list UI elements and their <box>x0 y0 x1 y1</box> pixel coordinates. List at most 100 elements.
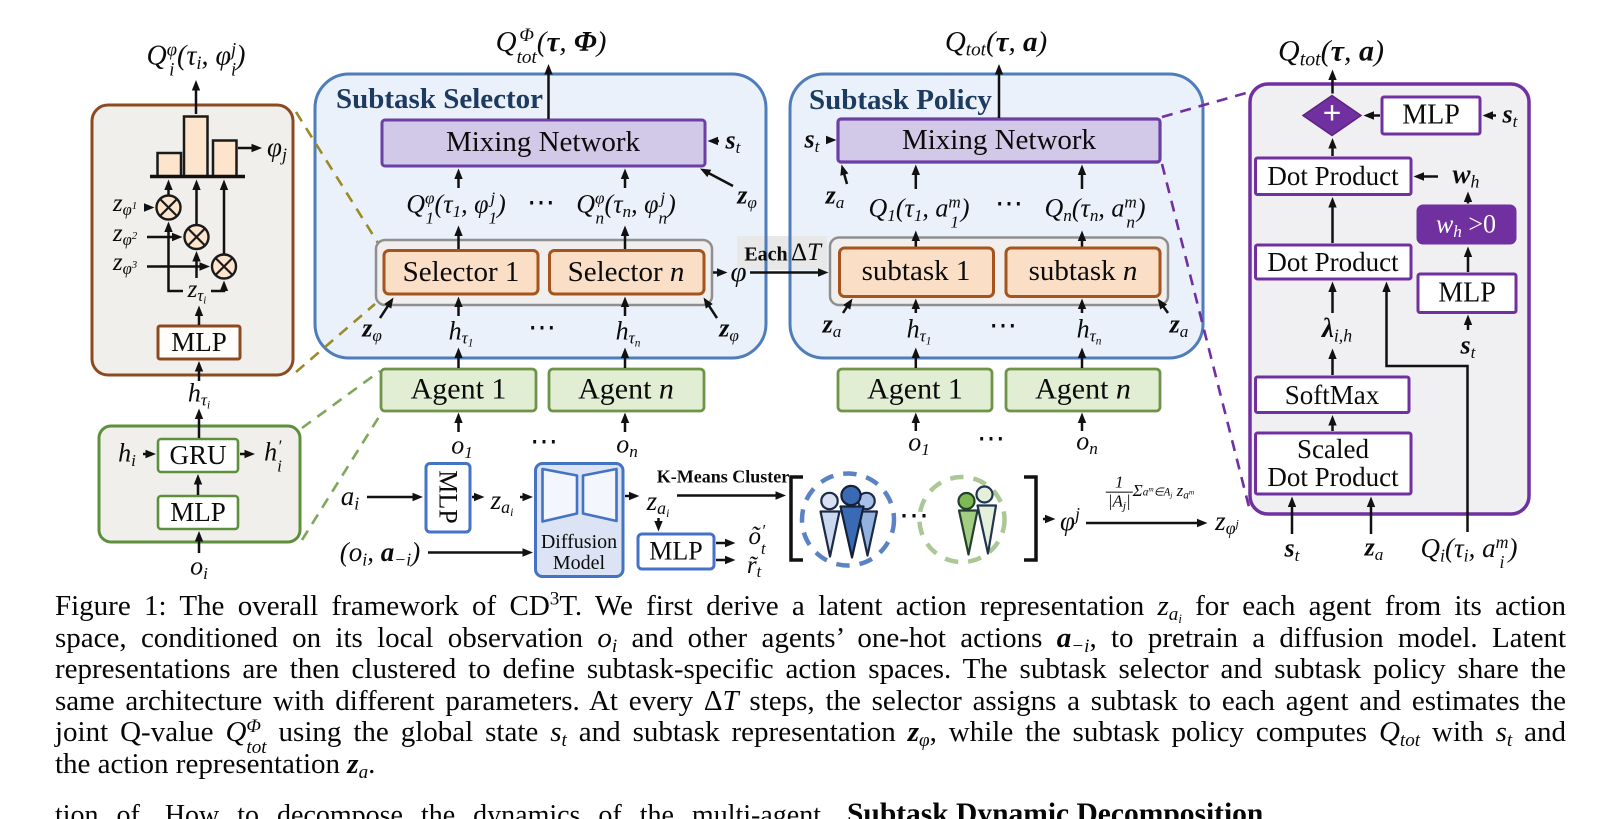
label-mlp-detail: MLP <box>171 326 227 357</box>
arrow-agentns-to-htaun <box>620 347 630 368</box>
arrow-phi-to-policy <box>750 268 829 277</box>
arrow-sub1-to-q1-head <box>911 230 920 241</box>
arrow-qi-to-dp2-head <box>1382 281 1391 292</box>
arrow-mlpdec-to-rtilde <box>716 555 736 565</box>
arrow-oia-to-diffusion-head <box>522 548 533 557</box>
arrow-q1pol-to-mix <box>911 164 920 189</box>
arrow-subn-to-qn-head <box>1077 230 1087 241</box>
arrow-zai-to-mlpdec-head <box>654 521 663 532</box>
subtask-1-box <box>838 246 995 298</box>
arrow-zphi1-to-otimes1 <box>144 203 155 212</box>
arrow-st-to-mixsel <box>707 136 719 146</box>
arrow-htau1-to-sub1 <box>911 298 920 313</box>
label-dots-q-selector: ⋯ <box>527 187 555 219</box>
otimes-3-x2 <box>214 257 234 276</box>
arrow-za-to-sdp-head <box>1366 496 1376 507</box>
label-dots-o-selector: ⋯ <box>530 426 558 458</box>
label-z-ai-1: zai <box>490 484 514 520</box>
arrow-q1sel-to-mix <box>454 168 463 188</box>
mlp-agent-box <box>156 494 240 531</box>
label-phi-out: φ <box>730 255 747 288</box>
label-gru: GRU <box>169 439 227 470</box>
arrow-whbox-to-wh-head <box>1463 191 1473 202</box>
arrow-otimes2-to-axis-head <box>192 179 201 190</box>
label-qn-selector: Qφn(τn, φjn) <box>576 188 676 226</box>
person-green-left-head <box>957 491 976 511</box>
arrow-mlpmid-to-whbox <box>1463 246 1473 272</box>
person-blue-middle-body <box>839 505 865 559</box>
arrow-mixpol-to-qtot <box>994 64 1004 118</box>
arrow-ztau-branch-left-shaft <box>167 230 183 293</box>
arrow-q1pol-to-mix-head <box>911 164 920 175</box>
arrow-za-to-sub1-head <box>843 298 853 310</box>
label-z-phi-2: zφ2 <box>112 219 138 249</box>
arrow-htaun-to-subn <box>1077 298 1087 313</box>
arrow-za-to-subn <box>1157 298 1170 314</box>
label-z-phi-1: zφ1 <box>112 190 138 220</box>
arrow-subn-to-qn <box>1077 230 1087 247</box>
label-selector-1: Selector 1 <box>402 255 520 288</box>
label-za-bl: za <box>822 309 842 341</box>
label-mean-formula: 1|Aj|Σam∈Aj zam <box>1105 472 1195 513</box>
arrow-bars-to-q-head <box>191 80 201 91</box>
arrow-agentnp-to-htaun <box>1077 347 1087 368</box>
arrow-st-to-mlptop-head <box>1482 111 1493 120</box>
label-policy-title: Subtask Policy <box>809 83 992 116</box>
arrow-ai-to-mlp <box>367 492 423 502</box>
arrow-htaun-to-subn-head <box>1077 298 1087 309</box>
arrow-mixsel-to-qtot-head <box>544 64 553 75</box>
arrow-mlp-to-diamond-head <box>1363 111 1374 120</box>
arrow-st-to-mixpol <box>826 135 837 145</box>
label-zphi-mix: zφ <box>737 180 757 212</box>
label-agent-n-selector: Agent n <box>578 372 674 406</box>
mlp-detail-box <box>156 324 242 361</box>
each-dt-bg <box>737 236 827 270</box>
scaled-dot-product-box <box>1254 431 1413 496</box>
arrow-mlp-to-zai-head <box>474 492 485 502</box>
label-kmeans: K-Means Cluster <box>656 466 790 487</box>
arrow-bars-to-q <box>191 80 201 114</box>
label-o-tilde: õ′t <box>748 520 766 559</box>
arrow-agent1s-to-htau1-head <box>454 347 463 358</box>
label-lambda: λi,h <box>1321 312 1353 346</box>
label-agent-1-selector: Agent 1 <box>410 372 507 406</box>
arrow-ai-to-mlp-head <box>412 492 423 502</box>
person-green-right-body <box>976 504 998 555</box>
label-htaun-policy: hτn <box>1076 314 1102 348</box>
label-st-policy: st <box>804 124 820 156</box>
label-mlp-mid-right: MLP <box>1438 276 1496 308</box>
person-blue-right <box>856 491 879 557</box>
arrow-zphi-to-sel1 <box>378 297 394 319</box>
arrow-o1-to-agent1p <box>911 412 920 431</box>
arrow-zphi3-to-otimes3 <box>147 262 210 271</box>
arrow-seln-to-qn <box>620 225 630 249</box>
arrow-dp1-to-diamond <box>1328 138 1337 156</box>
arrow-agent1p-to-htau1 <box>911 347 920 368</box>
arrow-agent1p-to-htau1-head <box>911 347 920 358</box>
arrow-htau1-to-sel1 <box>454 296 463 316</box>
label-st-bottom-right: st <box>1284 533 1300 565</box>
arrow-st-to-mlpmid-head <box>1463 314 1473 325</box>
arrow-mlp-to-ztau-head <box>194 305 204 316</box>
arrow-zphi2-to-otimes2-head <box>172 232 183 242</box>
label-mlp-agent: MLP <box>170 496 226 527</box>
arrow-whbox-to-wh <box>1463 191 1473 204</box>
arrow-diamond-to-qtot <box>1328 69 1337 94</box>
arrow-o1-to-agent1s <box>454 412 463 432</box>
arrow-mlpdec-to-otilde <box>716 538 736 548</box>
mlp-mid-right-box <box>1416 272 1518 314</box>
agent-1-selector-box <box>379 367 538 413</box>
panel-detail-selector <box>90 103 295 377</box>
label-agent-n-policy: Agent n <box>1035 372 1131 406</box>
arrow-dp2-to-dp1 <box>1328 197 1337 243</box>
mlp-action-box <box>424 462 472 534</box>
arrow-htaun-to-seln <box>620 296 630 316</box>
framework-diagram <box>90 64 1531 578</box>
arrow-sel1-to-q1 <box>454 225 463 249</box>
label-dot-product-2: Dot Product <box>1267 246 1399 277</box>
arrow-mlpdec-to-rtilde-head <box>725 555 736 565</box>
